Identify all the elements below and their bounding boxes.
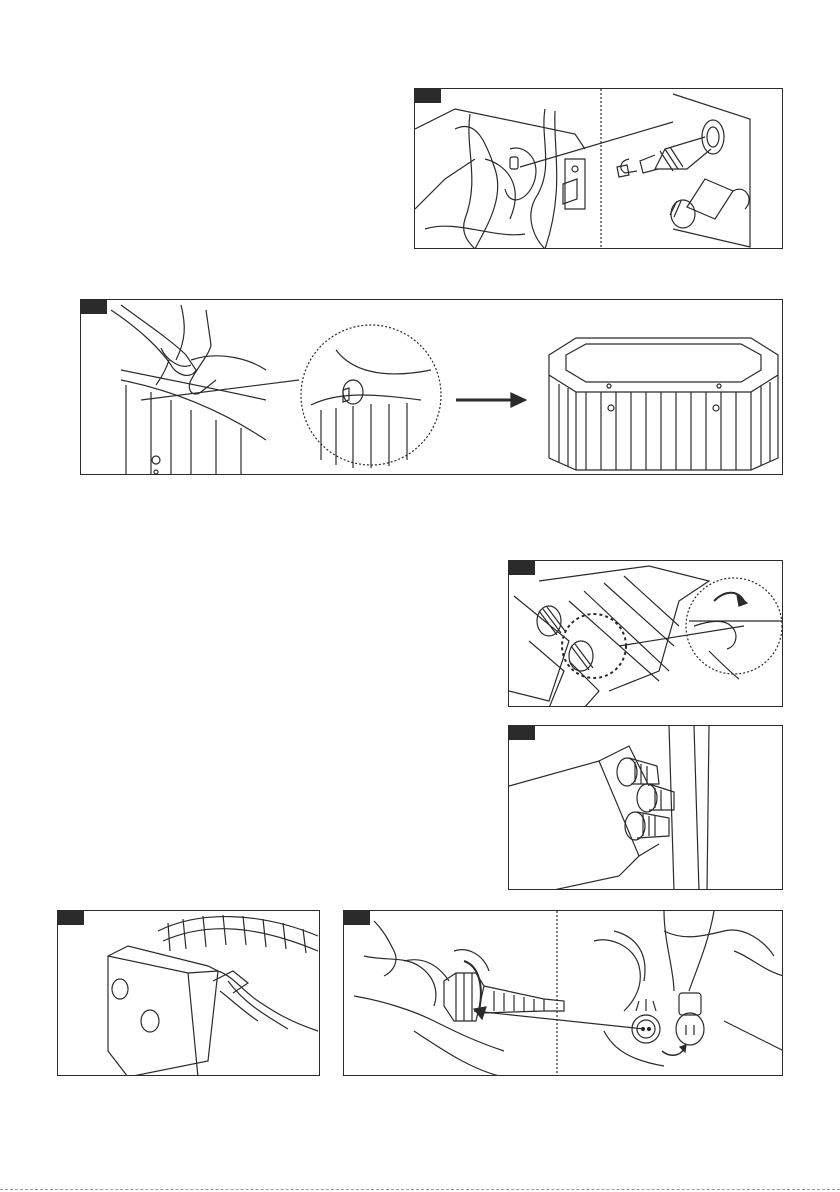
cover-lock-illustration xyxy=(81,300,783,475)
hose-connection-illustration xyxy=(415,89,783,249)
hose-tighten-panel xyxy=(508,560,783,707)
power-connector-illustration xyxy=(344,911,783,1076)
page-bottom-rule xyxy=(0,1189,840,1190)
cover-lock-panel xyxy=(80,299,783,475)
power-connector-panel xyxy=(343,910,783,1076)
pump-placement-illustration xyxy=(58,911,320,1076)
hose-connection-panel xyxy=(414,88,783,249)
pump-ports-panel xyxy=(508,725,783,890)
pump-ports-illustration xyxy=(509,726,783,890)
pump-placement-panel xyxy=(57,910,320,1076)
hose-tighten-illustration xyxy=(509,561,783,707)
